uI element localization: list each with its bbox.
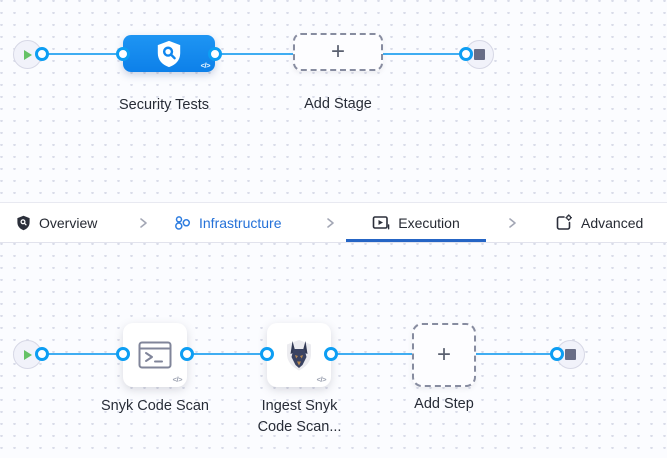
- chevron-right-icon: [324, 203, 336, 242]
- stage-canvas[interactable]: </> + Security Tests Add Stage: [0, 0, 667, 202]
- connector-point: [324, 347, 338, 361]
- connector-line: [382, 53, 462, 55]
- add-stage-label: Add Stage: [304, 96, 372, 112]
- plus-icon: +: [330, 38, 345, 65]
- stage-node-security-tests[interactable]: </>: [123, 35, 215, 72]
- add-step-button[interactable]: +: [412, 323, 476, 387]
- terminal-icon: [138, 341, 172, 369]
- execution-canvas[interactable]: </> </> + Snyk Code Scan I: [0, 243, 667, 458]
- code-icon: </>: [200, 61, 211, 70]
- connector-point: [260, 347, 274, 361]
- connector-point: [459, 47, 473, 61]
- shield-check-icon: [17, 215, 30, 230]
- pipeline-end-node: [465, 40, 494, 69]
- connector-point: [116, 47, 130, 61]
- connector-point: [35, 347, 49, 361]
- connector-point: [35, 47, 49, 61]
- connector-point: [180, 347, 194, 361]
- connector-line: [42, 53, 124, 55]
- step-label: Snyk Code Scan: [100, 398, 209, 414]
- add-stage-button[interactable]: +: [293, 33, 383, 71]
- tab-overview[interactable]: Overview: [16, 203, 97, 242]
- snyk-logo-icon: [287, 340, 311, 371]
- tab-infrastructure[interactable]: Infrastructure: [174, 203, 281, 242]
- advanced-gear-icon: [556, 214, 572, 230]
- connector-line: [330, 353, 413, 355]
- play-icon: [24, 349, 32, 360]
- execution-icon: [372, 215, 390, 230]
- tab-label: Execution: [398, 214, 460, 231]
- step-label: Ingest Snyk Code Scan...: [257, 398, 342, 435]
- connector-line: [42, 353, 124, 355]
- connector-point: [550, 347, 564, 361]
- add-step-label: Add Step: [414, 396, 474, 412]
- connector-point: [116, 347, 130, 361]
- connector-point: [208, 47, 222, 61]
- tab-label: Infrastructure: [199, 214, 282, 231]
- stop-icon: [565, 349, 576, 360]
- chevron-right-icon: [506, 203, 518, 242]
- connector-line: [475, 353, 557, 355]
- code-icon: </>: [172, 375, 183, 384]
- plus-icon: +: [436, 341, 451, 368]
- connector-line: [186, 353, 268, 355]
- step-node-ingest-snyk[interactable]: </>: [267, 323, 331, 387]
- tab-label: Advanced: [581, 214, 644, 231]
- connector-line: [214, 53, 294, 55]
- tab-advanced[interactable]: Advanced: [555, 203, 643, 242]
- chevron-right-icon: [137, 203, 149, 242]
- stage-config-tabbar: Overview Infrastructure Execution: [0, 202, 667, 243]
- tab-label: Overview: [39, 214, 98, 231]
- infrastructure-icon: [175, 215, 191, 230]
- active-tab-indicator: [346, 239, 486, 242]
- tab-execution[interactable]: Execution: [346, 203, 486, 242]
- step-node-snyk-code-scan[interactable]: </>: [123, 323, 187, 387]
- stage-label: Security Tests: [119, 97, 209, 113]
- stop-icon: [474, 49, 485, 60]
- security-shield-icon: [157, 40, 181, 67]
- play-icon: [24, 49, 32, 60]
- code-icon: </>: [316, 375, 327, 384]
